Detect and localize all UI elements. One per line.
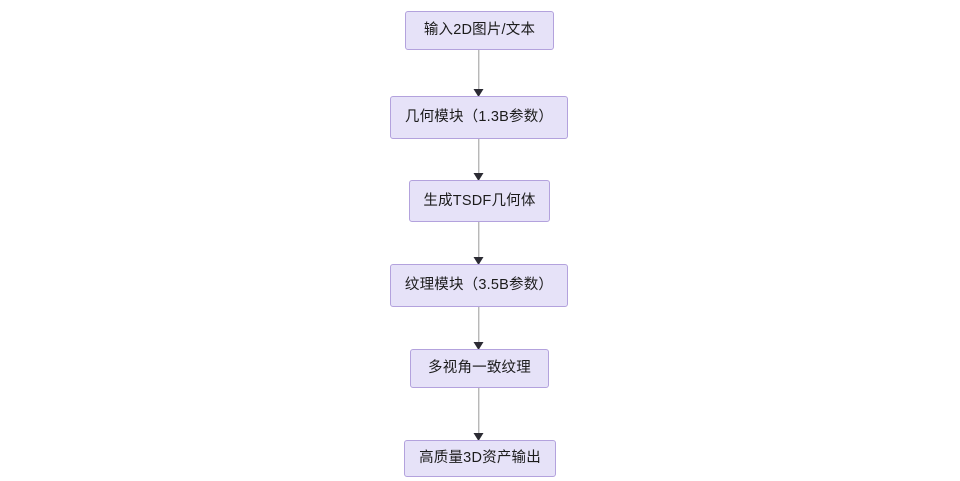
node-label: 几何模块（1.3B参数） <box>404 109 554 126</box>
arrow-head-icon <box>473 342 484 350</box>
edge-line <box>478 388 480 440</box>
edge-line <box>478 307 480 349</box>
edge-line <box>478 222 480 264</box>
node-multiview-texture[interactable]: 多视角一致纹理 <box>410 349 549 388</box>
node-input[interactable]: 输入2D图片/文本 <box>405 11 554 50</box>
node-label: 输入2D图片/文本 <box>423 22 536 39</box>
node-tsdf-geometry[interactable]: 生成TSDF几何体 <box>409 180 550 222</box>
arrow-head-icon <box>473 433 484 441</box>
arrow-head-icon <box>473 89 484 97</box>
edge-line <box>478 50 480 96</box>
arrow-head-icon <box>473 257 484 265</box>
node-texture-module[interactable]: 纹理模块（3.5B参数） <box>390 264 568 307</box>
edge-line <box>478 139 480 180</box>
node-label: 高质量3D资产输出 <box>419 450 541 467</box>
node-label: 纹理模块（3.5B参数） <box>404 277 554 294</box>
node-output[interactable]: 高质量3D资产输出 <box>404 440 556 477</box>
node-geometry-module[interactable]: 几何模块（1.3B参数） <box>390 96 568 139</box>
arrow-head-icon <box>473 173 484 181</box>
node-label: 生成TSDF几何体 <box>423 192 536 209</box>
node-label: 多视角一致纹理 <box>428 360 531 377</box>
